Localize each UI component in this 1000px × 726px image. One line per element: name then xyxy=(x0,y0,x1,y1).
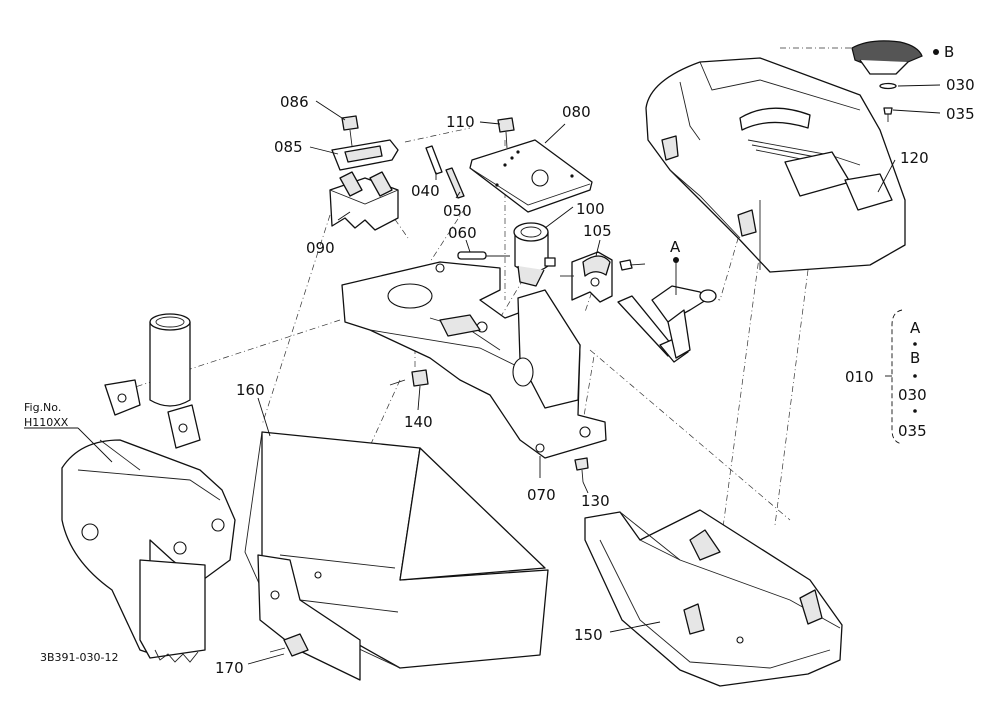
part-150-bottom-cover xyxy=(584,509,843,687)
label-110: 110 xyxy=(446,113,475,131)
label-010: 010 xyxy=(845,368,874,386)
set-010-item-B: B xyxy=(910,349,920,367)
part-130-screw xyxy=(574,457,589,483)
part-105-bracket xyxy=(560,251,646,303)
set-010-contents: A B 030 035 xyxy=(898,319,927,440)
label-150: 150 xyxy=(574,626,603,644)
set-010-bracket xyxy=(891,309,903,445)
label-160: 160 xyxy=(236,381,265,399)
part-040-pin xyxy=(425,145,443,175)
label-086: 086 xyxy=(280,93,309,111)
part-085-clip xyxy=(331,139,399,171)
steering-column-bracket xyxy=(61,313,236,663)
label-070: 070 xyxy=(527,486,556,504)
set-010-item-030: 030 xyxy=(898,386,927,404)
label-085: 085 xyxy=(274,138,303,156)
label-100: 100 xyxy=(576,200,605,218)
figure-reference: Fig.No. H110XX xyxy=(24,401,113,463)
part-080-plate xyxy=(469,139,593,213)
part-labels: 086 085 090 040 050 110 080 100 060 105 … xyxy=(215,43,975,677)
part-035-screw xyxy=(883,107,893,122)
part-070-base-plate xyxy=(341,261,607,459)
leader-lines xyxy=(247,84,941,665)
part-050-spring xyxy=(445,167,465,199)
set-010-item-035: 035 xyxy=(898,422,927,440)
drawing-code: 3B391-030-12 xyxy=(40,651,118,664)
set-010-item-A: A xyxy=(910,319,921,337)
label-A: A xyxy=(670,238,681,256)
label-060: 060 xyxy=(448,224,477,242)
part-120-upper-cover xyxy=(645,57,906,273)
label-170: 170 xyxy=(215,659,244,677)
part-090-block xyxy=(329,171,399,231)
part-100-key-switch xyxy=(513,222,556,287)
figure-ref-line1: Fig.No. xyxy=(24,401,61,414)
label-040: 040 xyxy=(411,182,440,200)
label-B: B xyxy=(944,43,954,61)
part-030-washer xyxy=(879,82,897,90)
label-035: 035 xyxy=(946,105,975,123)
part-170-bolt xyxy=(269,633,309,657)
part-B-knob xyxy=(851,40,923,75)
label-030: 030 xyxy=(946,76,975,94)
part-060-pin xyxy=(457,251,510,260)
part-140-bolt xyxy=(389,369,429,387)
callout-dot-B xyxy=(933,49,939,55)
part-160-lower-cover xyxy=(244,431,549,681)
part-A-lever xyxy=(617,285,717,363)
label-105: 105 xyxy=(583,222,612,240)
part-110-screw xyxy=(497,117,515,149)
label-120: 120 xyxy=(900,149,929,167)
label-080: 080 xyxy=(562,103,591,121)
part-086-screw xyxy=(341,115,359,147)
label-130: 130 xyxy=(581,492,610,510)
figure-ref-line2: H110XX xyxy=(24,416,69,429)
label-090: 090 xyxy=(306,239,335,257)
label-050: 050 xyxy=(443,202,472,220)
label-140: 140 xyxy=(404,413,433,431)
